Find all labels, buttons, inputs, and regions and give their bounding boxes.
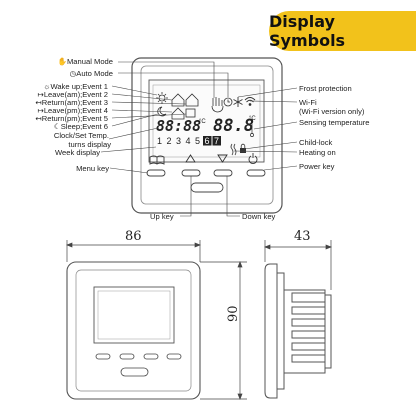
leader-lines: [100, 61, 298, 217]
down-key[interactable]: [213, 169, 233, 177]
height-dimension: 90: [226, 305, 241, 322]
clock-set-label: Clock/Set Temp. turns display: [53, 131, 111, 149]
lock-icon: [240, 143, 246, 153]
week-day-number: 7: [214, 136, 219, 146]
week-day-number: 2: [167, 136, 172, 146]
leave-icon: ↦: [37, 106, 44, 115]
week-day-highlight: [212, 136, 221, 146]
clock-unit: °C: [199, 119, 206, 125]
snowflake-icon: [233, 97, 243, 107]
depth-dimension: 43: [294, 229, 311, 244]
clock-icon: [223, 97, 233, 107]
down-key-label: Down key: [242, 212, 276, 221]
up-key[interactable]: [181, 169, 201, 177]
leave-icon: ↦: [37, 90, 44, 99]
menu-key-label: Menu key: [76, 164, 109, 173]
up-key-label: Up key: [150, 212, 174, 221]
menu-key[interactable]: [146, 169, 166, 177]
clock-digits: 88:88: [156, 117, 201, 135]
sensor-icon: [250, 124, 254, 137]
side-view: [264, 263, 332, 399]
moon-icon: ☾: [53, 122, 61, 131]
hand-icon: ✋: [57, 57, 67, 66]
heating-on-label: Heating on: [299, 148, 336, 157]
week-day-number: 3: [176, 136, 181, 146]
house-icon: [171, 93, 199, 120]
event-4-label: ↦Leave(pm);Event 4: [37, 106, 108, 115]
return-icon: ↤: [35, 98, 42, 107]
wifi-icon: [244, 97, 256, 106]
title-banner: Display Symbols: [269, 11, 416, 51]
thermostat-bezel: [140, 65, 274, 205]
week-display-label: Week display: [54, 148, 100, 157]
heat-wave-icon: [230, 143, 237, 156]
power-key[interactable]: [246, 169, 266, 177]
auto-mode-label: ◷Auto Mode: [69, 69, 113, 78]
width-dimension: 86: [125, 229, 142, 244]
week-day-number: 4: [186, 136, 191, 146]
down-arrow-icon: [217, 154, 228, 163]
up-arrow-icon: [185, 154, 196, 163]
bottom-slot: [190, 182, 224, 193]
depth-dimension-line: [264, 240, 332, 290]
hand-icon: [211, 97, 224, 113]
week-day-number: 5: [195, 136, 200, 146]
page-title: Display Symbols: [269, 12, 346, 50]
temperature-unit: °C: [249, 116, 256, 122]
event-1-label: ☼Wake up;Event 1: [43, 82, 108, 91]
event-2-label: ↦Leave(am);Event 2: [37, 90, 108, 99]
week-day-number: 1: [157, 136, 162, 146]
frost-protection-label: Frost protection: [299, 84, 352, 93]
book-icon: [149, 155, 165, 165]
power-key-label: Power key: [299, 162, 335, 171]
power-icon: [248, 153, 258, 164]
event-5-label: ↤Return(pm);Event 5: [35, 114, 108, 123]
temperature-digits: 88.8: [213, 116, 254, 136]
return-icon: ↤: [35, 114, 42, 123]
moon-icon: [157, 106, 167, 117]
front-view: [66, 261, 201, 400]
height-dimension-line: [200, 261, 247, 400]
week-day-number: 6: [205, 136, 210, 146]
sensing-temperature-label: Sensing temperature: [299, 118, 370, 127]
child-lock-label: Child-lock: [299, 138, 333, 147]
clock-icon: ◷: [69, 69, 77, 78]
width-dimension-line: [66, 240, 201, 262]
manual-mode-label: ✋Manual Mode: [57, 57, 113, 66]
wifi-label: Wi-Fi (Wi-Fi version only): [299, 98, 365, 116]
event-3-label: ↤Return(am);Event 3: [35, 98, 108, 107]
lcd-inner: [152, 84, 261, 158]
week-day-highlight: [203, 136, 212, 146]
event-6-label: ☾Sleep;Event 6: [53, 122, 108, 131]
sun-icon: ☼: [43, 82, 51, 91]
sun-icon: [156, 92, 168, 104]
